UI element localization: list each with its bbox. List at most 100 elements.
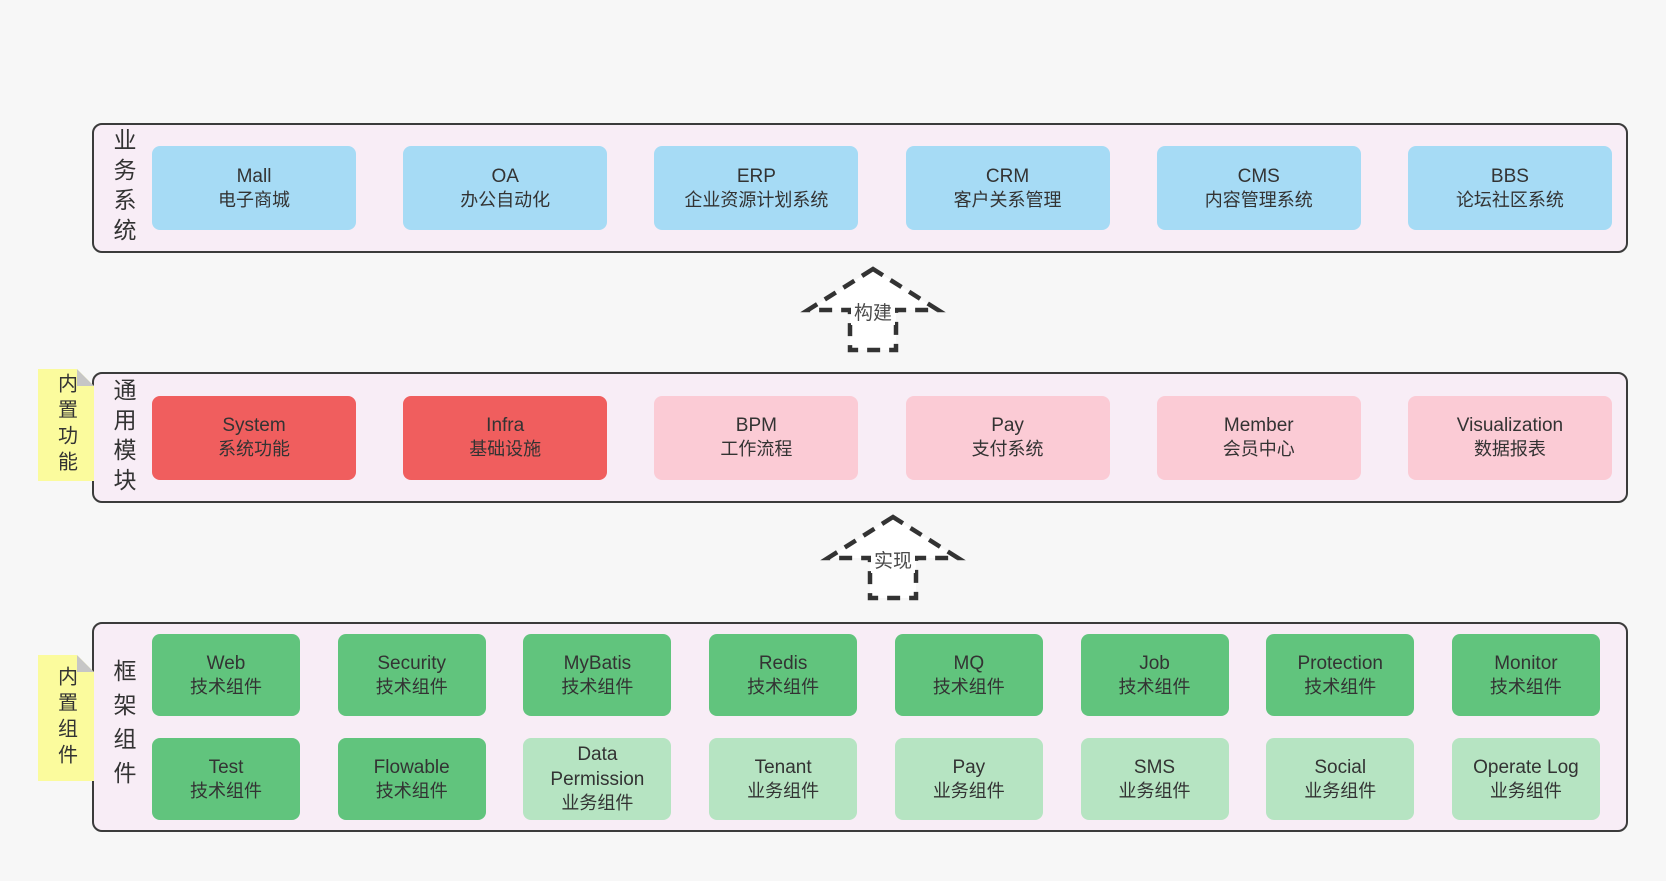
band-label-business-systems: 业务系统: [110, 128, 136, 248]
box-subtitle: 业务组件: [1118, 780, 1191, 801]
band-label-framework-components: 框架组件: [110, 659, 136, 795]
sticky-note-builtin-components-label: 内置组件: [54, 666, 77, 770]
box-title: CMS: [1237, 165, 1280, 187]
box-subtitle: 会员中心: [1222, 439, 1295, 460]
box-subtitle: 内容管理系统: [1204, 189, 1313, 210]
box-subtitle: 企业资源计划系统: [684, 189, 829, 210]
box-title: Protection: [1297, 652, 1383, 674]
box-title: Pay: [991, 415, 1024, 437]
box-title: OA: [491, 165, 519, 187]
arrow-build: 构建: [798, 264, 948, 354]
box-subtitle: 电子商城: [218, 189, 290, 210]
box-subtitle: 业务组件: [561, 793, 634, 814]
box-title: Flowable: [373, 756, 450, 778]
box-title: Visualization: [1456, 415, 1564, 437]
box-title: SMS: [1133, 756, 1176, 778]
box-title: BPM: [735, 415, 777, 437]
box-title: Pay: [952, 756, 986, 778]
box-subtitle: 技术组件: [190, 676, 262, 697]
arrow-implement-label: 实现: [870, 546, 916, 573]
box-title: Infra: [486, 415, 525, 437]
box-title: Monitor: [1494, 652, 1558, 674]
box-subtitle: 基础设施: [469, 439, 542, 460]
box-title: Tenant: [754, 756, 812, 778]
box-subtitle: 技术组件: [1304, 676, 1377, 697]
box-subtitle: 技术组件: [375, 676, 448, 697]
box-title: Data Permission: [550, 744, 645, 791]
box-title: Security: [377, 652, 447, 674]
box-subtitle: 技术组件: [1489, 676, 1562, 697]
box-title: Mall: [236, 165, 272, 187]
box-subtitle: 支付系统: [971, 439, 1044, 460]
box-title: System: [222, 415, 286, 437]
box-subtitle: 业务组件: [932, 780, 1005, 801]
box-subtitle: 办公自动化: [460, 189, 551, 210]
sticky-note-builtin-features-label: 内置功能: [54, 373, 77, 477]
box-subtitle: 业务组件: [747, 780, 820, 801]
box-subtitle: 技术组件: [1118, 676, 1191, 697]
box-title: CRM: [985, 165, 1030, 187]
sticky-note-builtin-components: 内置组件: [38, 655, 94, 781]
box-title: Redis: [758, 652, 808, 674]
sticky-note-builtin-features: 内置功能: [38, 369, 94, 481]
box-title: MyBatis: [563, 652, 632, 674]
box-subtitle: 论坛社区系统: [1455, 189, 1564, 210]
box-title: ERP: [736, 165, 776, 187]
box-subtitle: 技术组件: [190, 780, 262, 801]
box-subtitle: 技术组件: [747, 676, 820, 697]
box-subtitle: 技术组件: [375, 780, 448, 801]
arrow-implement: 实现: [818, 512, 968, 602]
box-title: Test: [208, 756, 244, 778]
box-title: Operate Log: [1473, 756, 1579, 778]
box-subtitle: 工作流程: [720, 439, 793, 460]
box-title: Social: [1314, 756, 1367, 778]
arrow-build-label: 构建: [850, 298, 896, 325]
box-title: Job: [1139, 652, 1170, 674]
box-subtitle: 客户关系管理: [953, 189, 1062, 210]
box-subtitle: 技术组件: [561, 676, 634, 697]
box-title: Member: [1223, 415, 1294, 437]
box-subtitle: 业务组件: [1304, 780, 1377, 801]
box-title: BBS: [1490, 165, 1529, 187]
band-label-common-modules: 通用模块: [110, 377, 136, 498]
sticky-fold-corner: [77, 369, 94, 386]
box-subtitle: 数据报表: [1473, 439, 1546, 460]
box-subtitle: 系统功能: [218, 439, 290, 460]
